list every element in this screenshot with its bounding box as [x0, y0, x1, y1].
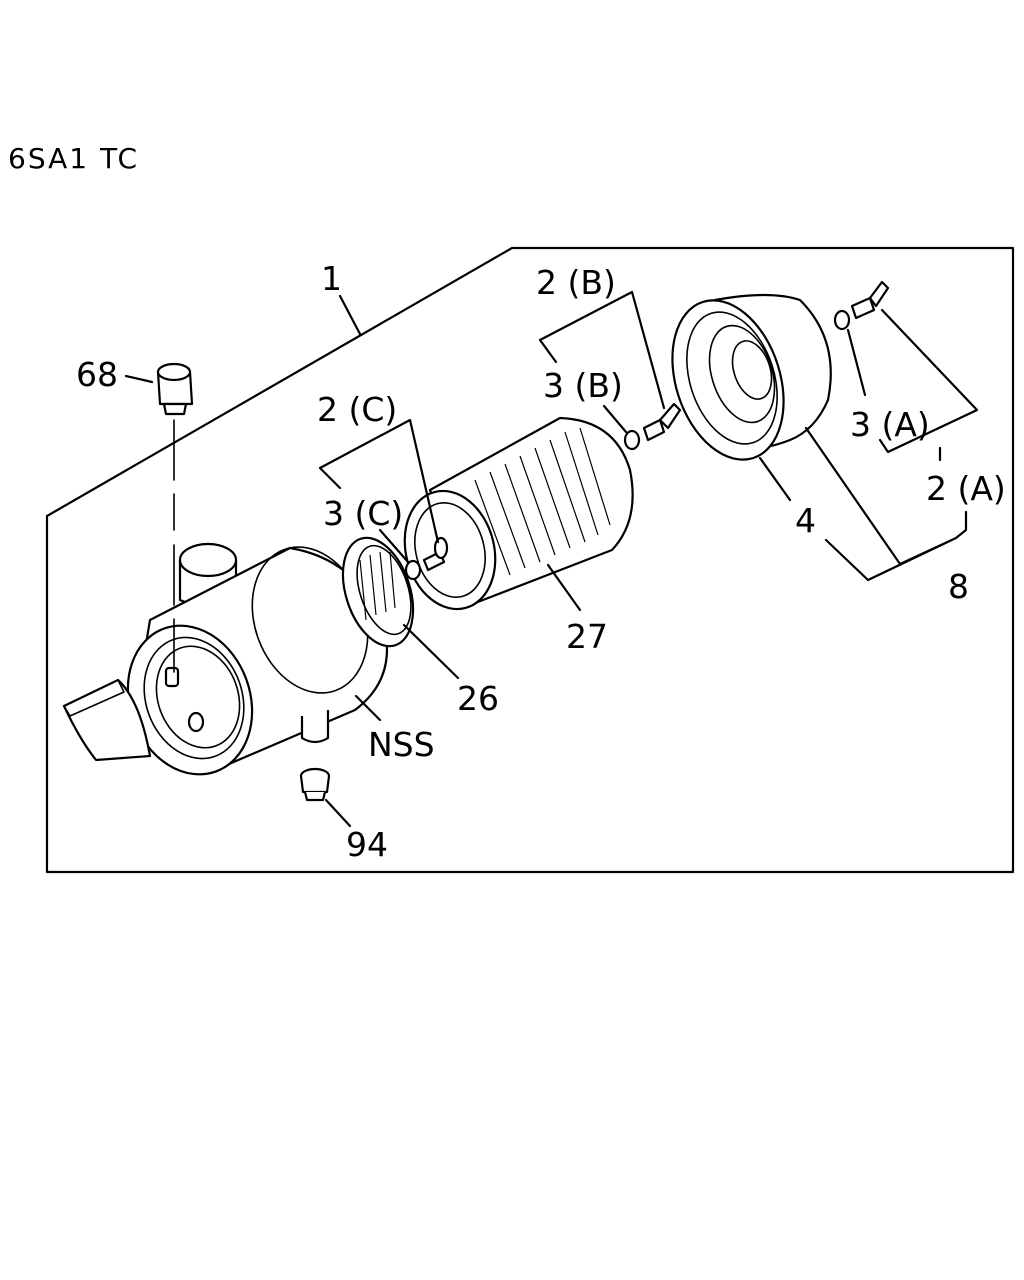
- cover: [671, 293, 832, 461]
- callout-4: 4: [795, 501, 816, 540]
- drain-valve: [299, 767, 331, 802]
- leader-2c: [318, 418, 440, 544]
- washer-a: [833, 309, 851, 331]
- callout-1: 1: [321, 259, 342, 298]
- filter-element: [403, 416, 634, 611]
- leader-4: [758, 456, 792, 502]
- callout-3a: 3 (A): [850, 405, 930, 444]
- callout-2b: 2 (B): [536, 263, 616, 302]
- dust-indicator: [156, 362, 194, 673]
- leader-27: [546, 563, 582, 612]
- air-cleaner-housing: [62, 536, 415, 776]
- callout-27: 27: [566, 617, 608, 656]
- leader-1: [338, 294, 362, 336]
- washer-c: [404, 559, 422, 581]
- callout-3c: 3 (C): [323, 494, 403, 533]
- callout-2c: 2 (C): [317, 390, 397, 429]
- leader-26: [402, 623, 460, 680]
- callout-nss: NSS: [368, 725, 435, 764]
- callout-3b: 3 (B): [543, 366, 623, 405]
- leader-68: [124, 374, 154, 384]
- callout-2a: 2 (A): [926, 469, 1006, 508]
- leader-94: [324, 798, 352, 828]
- callout-26: 26: [457, 679, 499, 718]
- washer-b: [623, 429, 641, 451]
- leader-8: [804, 426, 968, 582]
- leader-3c: [378, 528, 410, 564]
- assembly-frame: [45, 246, 1015, 874]
- model-label: 6SA1 TC: [8, 142, 139, 175]
- leader-nss: [354, 694, 382, 722]
- callout-68: 68: [76, 355, 118, 394]
- wing-bolt-a: [850, 280, 890, 320]
- callout-8: 8: [948, 567, 969, 606]
- leader-3a: [846, 328, 867, 397]
- leader-2b: [538, 290, 666, 410]
- leader-3b: [602, 404, 628, 434]
- leader-2a: [878, 308, 979, 462]
- callout-94: 94: [346, 825, 388, 864]
- wing-bolt-b: [642, 402, 682, 442]
